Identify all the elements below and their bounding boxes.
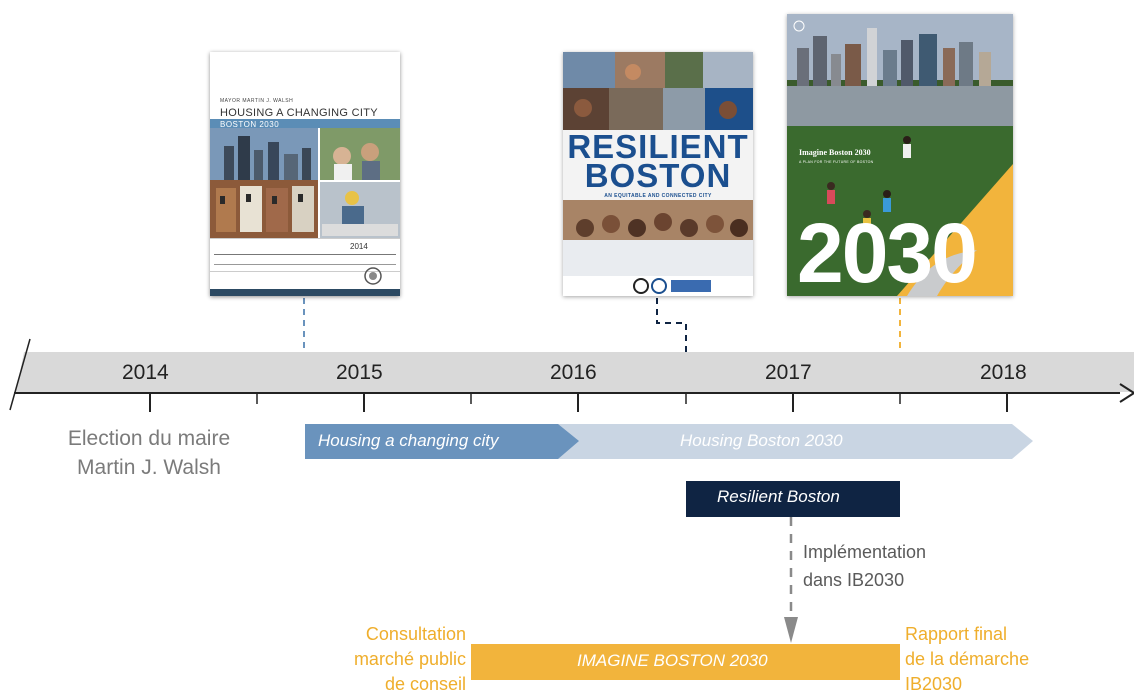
- major-ticks: [149, 393, 1008, 412]
- housing-report-cover: MAYOR MARTIN J. WALSH HOUSING A CHANGING…: [210, 52, 400, 296]
- consultation-note-line: marché public: [353, 649, 466, 669]
- axis-arrowhead: [1119, 383, 1134, 403]
- year-label-2015: 2015: [336, 361, 383, 384]
- cover-subtitle: BOSTON 2030: [220, 120, 280, 129]
- implementation-note-line: dans IB2030: [803, 570, 905, 590]
- rapport-note-line: IB2030: [905, 674, 963, 694]
- cover-photo-collage: [563, 52, 753, 296]
- resilient-boston-bar: [686, 481, 900, 517]
- cover-band: [210, 119, 400, 128]
- cover-title-line: RESILIENT: [567, 128, 749, 165]
- year-label-2014: 2014: [122, 361, 169, 384]
- cover-mayor-line: MAYOR MARTIN J. WALSH: [220, 98, 294, 104]
- rapport-note-line: Rapport final: [905, 624, 1008, 644]
- cover-photo: [787, 14, 1013, 296]
- year-label-2017: 2017: [765, 361, 812, 384]
- rapport-note-line: de la démarche: [905, 649, 1030, 669]
- consultation-note-line: Consultation: [365, 624, 466, 644]
- consultation-note-line: de conseil: [384, 674, 466, 694]
- housing-changing-city-label: Housing a changing city: [318, 431, 499, 450]
- implementation-note-line: Implémentation: [803, 542, 927, 562]
- axis-break-mark: [9, 338, 31, 411]
- cover-big-number: 2030: [797, 206, 978, 296]
- implementation-arrowhead: [784, 617, 798, 643]
- resilient-boston-cover: RESILIENT BOSTON AN EQUITABLE AND CONNEC…: [563, 52, 753, 296]
- axis-band: [16, 352, 1134, 392]
- cover-year: 2014: [350, 242, 368, 251]
- city-seal-icon: [364, 267, 382, 285]
- cover-photo-collage: [210, 128, 400, 272]
- cover-subtitle: A PLAN FOR THE FUTURE OF BOSTON: [799, 160, 874, 164]
- cover-title-line: BOSTON: [584, 157, 732, 194]
- housing-changing-city-bar: [305, 424, 579, 459]
- cover-footer-bar: [210, 289, 400, 296]
- year-label-2016: 2016: [550, 361, 597, 384]
- connector-resilient: [656, 298, 687, 352]
- implementation-note: Implémentation dans IB2030: [803, 538, 926, 594]
- year-label-2018: 2018: [980, 361, 1027, 384]
- resilient-boston-label: Resilient Boston: [717, 487, 840, 506]
- election-label: Election du maire Martin J. Walsh: [67, 427, 231, 479]
- imagine-boston-cover: Imagine Boston 2030 A PLAN FOR THE FUTUR…: [787, 14, 1013, 296]
- cover-subtitle: AN EQUITABLE AND CONNECTED CITY: [604, 193, 712, 199]
- housing-boston-2030-label: Housing Boston 2030: [680, 431, 843, 450]
- cover-title: Imagine Boston 2030: [799, 148, 871, 157]
- cover-title: HOUSING A CHANGING CITY: [220, 107, 378, 119]
- minor-ticks: [256, 393, 901, 404]
- consultation-note: Consultation marché public de conseil: [276, 622, 466, 697]
- imagine-boston-2030-bar: [471, 644, 900, 680]
- imagine-boston-2030-label: IMAGINE BOSTON 2030: [577, 651, 768, 670]
- rapport-note: Rapport final de la démarche IB2030: [905, 622, 1029, 697]
